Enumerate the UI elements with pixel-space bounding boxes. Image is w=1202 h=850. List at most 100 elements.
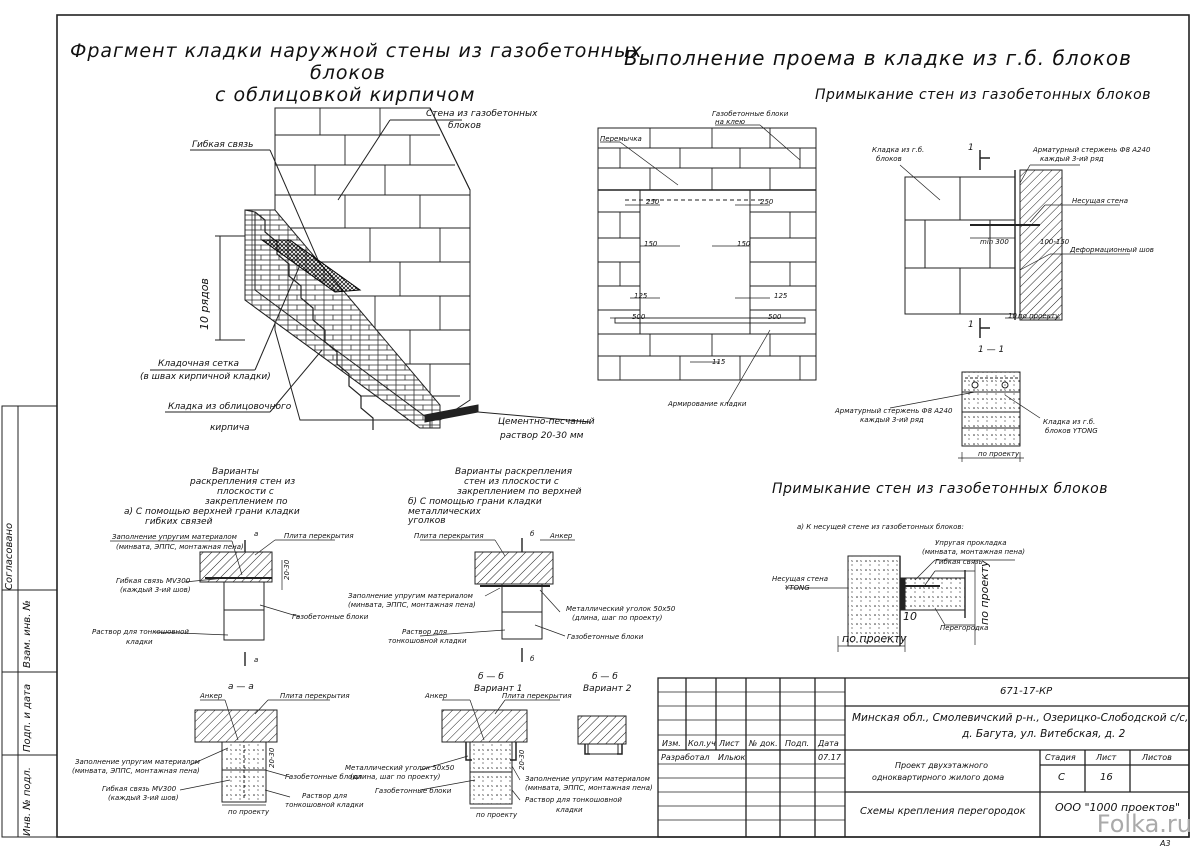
section-1-1-drawing bbox=[889, 371, 1041, 462]
label-bb-by-project: по проекту bbox=[476, 811, 518, 819]
label-gb-section-2: блоков YTONG bbox=[1045, 427, 1098, 435]
label-a-fill: Заполнение упругим материалом bbox=[112, 533, 237, 541]
mark-b-top: б bbox=[530, 530, 535, 538]
label-aa-fill: Заполнение упругим материалом bbox=[75, 758, 200, 766]
label-rebar-section: Арматурный стержень Ф8 A240 bbox=[835, 407, 953, 415]
label-by-project-section: по проекту bbox=[978, 450, 1020, 458]
junction-bottom-drawing bbox=[785, 555, 1015, 652]
label-a-mortar-2: кладки bbox=[126, 638, 153, 646]
label-mortar: Цементно-песчаный bbox=[498, 417, 595, 427]
stamp-project-1: Проект двухэтажного bbox=[895, 761, 989, 770]
variants-a-h4: закреплением по bbox=[205, 497, 288, 507]
label-aa-anchor: Анкер bbox=[200, 692, 223, 700]
stamp-address-1: Минская обл., Смолевичский р-н., Озерицк… bbox=[852, 712, 1189, 724]
label-aa-fill-2: (минвата, ЭППС, монтажная пена) bbox=[72, 767, 200, 775]
section-bb-drawing bbox=[419, 699, 627, 809]
watermark: Folka.ru bbox=[1096, 810, 1192, 838]
dim-a-20-30: 20-30 bbox=[283, 559, 291, 580]
stamp-code: 671-17-КР bbox=[1000, 686, 1053, 697]
stamp-h-stage: Стадия bbox=[1045, 753, 1076, 762]
label-aa-mortar-2: тонкошовной кладки bbox=[285, 801, 364, 809]
label-rebar-section-2: каждый 3-ий ряд bbox=[860, 416, 924, 424]
dim-125-left: 125 bbox=[634, 292, 648, 300]
title-junction-top: Примыкание стен из газобетонных блоков bbox=[815, 87, 1151, 103]
variants-a-h6: гибких связей bbox=[145, 517, 213, 527]
wall-fragment-drawing bbox=[150, 107, 591, 430]
variants-b-h4: б) С помощью грани кладки bbox=[408, 497, 542, 507]
label-flex-tie: Гибкая связь bbox=[192, 140, 254, 150]
label-wall-blocks-2: блоков bbox=[448, 121, 482, 131]
variants-a-h2: раскрепления стен из bbox=[190, 477, 296, 487]
variants-a-h3: плоскости с bbox=[217, 487, 274, 497]
label-b-mortar: Раствор для bbox=[402, 628, 448, 636]
section-bb-variant-2: Вариант 2 bbox=[583, 684, 632, 694]
stamp-sheet: 16 bbox=[1100, 772, 1113, 783]
dim-250-left: 250 bbox=[646, 198, 660, 206]
dim-115: 115 bbox=[712, 358, 726, 366]
label-mesh-2: (в швах кирпичной кладки) bbox=[140, 372, 271, 382]
dim-min300: min 300 bbox=[980, 238, 1009, 246]
variants-b-h1: Варианты раскрепления bbox=[455, 467, 573, 477]
stamp-h-sheet: Лист bbox=[1096, 753, 1117, 762]
stamp-h-podp: Подп. bbox=[785, 739, 810, 748]
side-sign-date: Подп. и дата bbox=[22, 683, 33, 752]
section-bb-variant-1: Вариант 1 bbox=[474, 684, 523, 694]
mark-a-top: а bbox=[254, 530, 259, 538]
label-b-mortar-2: тонкошовной кладки bbox=[388, 637, 467, 645]
label-b-anchor: Анкер bbox=[550, 532, 573, 540]
label-a-mortar: Раствор для тонкошовной bbox=[92, 628, 189, 636]
label-jb-bearing: Несущая стена bbox=[772, 575, 828, 583]
stamp-org: ООО "1000 проектов" bbox=[1055, 801, 1181, 814]
label-by-project-top: по проекту bbox=[1018, 312, 1060, 320]
section-1-1-title: 1 — 1 bbox=[978, 345, 1005, 355]
title-junction-bottom: Примыкание стен из газобетонных блоков bbox=[772, 481, 1108, 497]
label-a-gb: Газобетонные блоки bbox=[292, 613, 369, 621]
stamp-h-data: Дата bbox=[818, 739, 839, 748]
side-stamp bbox=[1, 405, 58, 838]
dim-100-150: 100-150 bbox=[1040, 238, 1070, 246]
stamp-h-izm: Изм. bbox=[662, 739, 681, 748]
label-gasket: Упругая прокладка bbox=[935, 539, 1007, 547]
stamp-address-2: д. Багута, ул. Витебская, д. 2 bbox=[962, 728, 1126, 740]
variants-b-h3: закреплением по верхней bbox=[457, 487, 582, 497]
label-b-fill: Заполнение упругим материалом bbox=[348, 592, 473, 600]
label-facing-2: кирпича bbox=[210, 423, 250, 433]
variants-b-h6: уголков bbox=[408, 516, 446, 526]
stamp-format: А3 bbox=[1160, 839, 1171, 848]
variant-b-drawing bbox=[419, 538, 575, 662]
label-aa-tie-2: (каждый 3-ий шов) bbox=[108, 794, 179, 802]
label-bb-angle: Металлический уголок 50х50 bbox=[345, 764, 455, 772]
label-10-rows: 10 рядов bbox=[198, 278, 211, 330]
label-lintel: Перемычка bbox=[600, 135, 642, 143]
section-mark-1-bottom: 1 bbox=[968, 320, 974, 330]
dim-500-right: 500 bbox=[768, 313, 782, 321]
stamp-stage: С bbox=[1058, 772, 1065, 783]
stamp-role: Разработал bbox=[661, 753, 710, 762]
label-bb-fill: Заполнение упругим материалом bbox=[525, 775, 650, 783]
section-aa-drawing bbox=[179, 699, 330, 806]
label-aa-gb: Газобетонные блоки bbox=[285, 773, 362, 781]
stamp-h-sheets: Листов bbox=[1142, 753, 1172, 762]
label-b-gb: Газобетонные блоки bbox=[567, 633, 644, 641]
side-inv-vzam: Взам. инв. № bbox=[22, 600, 33, 668]
label-blocks-glue: Газобетонные блоки bbox=[712, 110, 789, 118]
side-inv-podl: Инв. № подл. bbox=[22, 767, 33, 836]
label-junction-sub: а) К несущей стене из газобетонных блоко… bbox=[797, 523, 964, 531]
section-aa-title: а — а bbox=[228, 682, 254, 692]
label-jb-tie: Гибкая связь bbox=[935, 558, 983, 566]
label-jb-by-project: по проекту bbox=[842, 632, 907, 645]
label-bb-fill-2: (минвата, ЭППС, монтажная пена) bbox=[525, 784, 653, 792]
opening-drawing bbox=[597, 124, 817, 405]
label-aa-tie: Гибкая связь MV300 bbox=[102, 785, 177, 793]
junction-plan-drawing bbox=[899, 150, 1130, 338]
label-gb-masonry-2: блоков bbox=[876, 155, 902, 163]
label-blocks-glue-2: на клею bbox=[715, 118, 745, 126]
label-gb-section: Кладка из г.б. bbox=[1043, 418, 1096, 426]
label-reinforcement: Армирование кладки bbox=[668, 400, 747, 408]
label-b-fill-2: (минвата, ЭППС, монтажная пена) bbox=[348, 601, 476, 609]
dim-150-left: 150 bbox=[644, 240, 658, 248]
label-rebar-2: каждый 3-ий ряд bbox=[1040, 155, 1104, 163]
label-gb-masonry: Кладка из г.б. bbox=[872, 146, 925, 154]
label-aa-by-project: по проекту bbox=[228, 808, 270, 816]
